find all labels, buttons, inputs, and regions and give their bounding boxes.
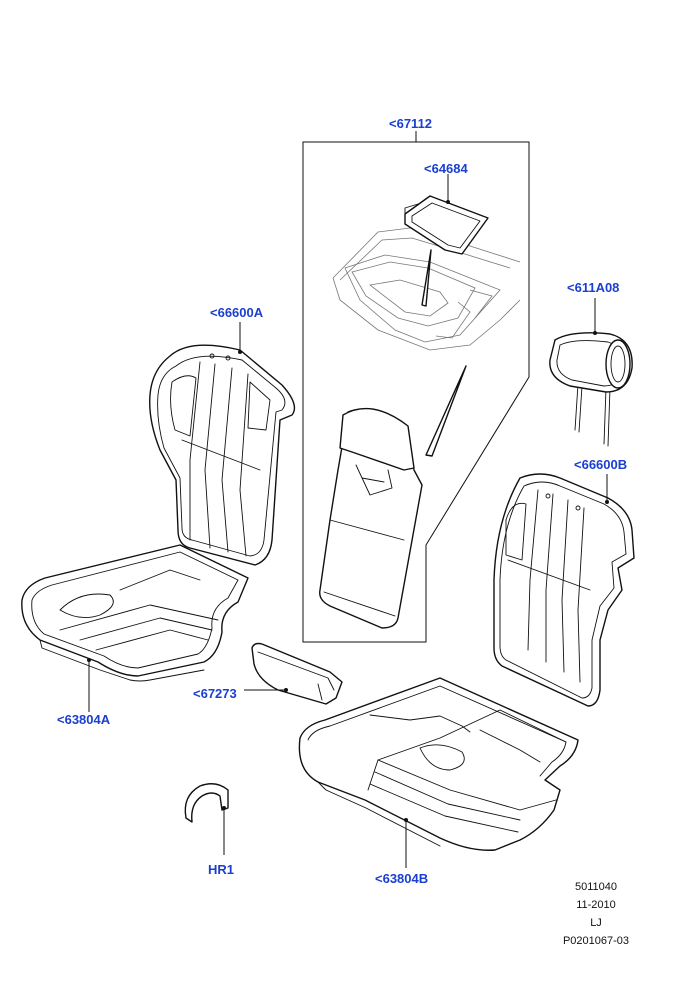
detail-pointers bbox=[421, 249, 467, 457]
callout-67112[interactable]: <67112 bbox=[389, 116, 433, 131]
callout-611A08[interactable]: <611A08 bbox=[567, 280, 620, 295]
reference-code: 5011040 bbox=[574, 881, 617, 893]
armrest-cover bbox=[244, 642, 343, 705]
callout-63804A[interactable]: <63804A bbox=[57, 712, 111, 727]
callout-63804B[interactable]: <63804B bbox=[375, 871, 429, 886]
reference-part-code: P0201067-03 bbox=[562, 935, 630, 947]
right-seat-back bbox=[493, 473, 635, 707]
callout-67273[interactable]: <67273 bbox=[193, 686, 237, 701]
callout-66600A[interactable]: <66600A bbox=[210, 305, 264, 320]
storage-tray bbox=[404, 174, 489, 255]
headrest bbox=[549, 298, 633, 447]
reference-date: 11-2010 bbox=[576, 899, 616, 911]
callout-66600B[interactable]: <66600B bbox=[574, 457, 628, 472]
right-seat-cushion bbox=[298, 677, 579, 868]
left-seat-back bbox=[149, 322, 296, 566]
reference-initials: LJ bbox=[590, 917, 602, 929]
left-seat-cushion bbox=[21, 544, 249, 712]
callout-HR1[interactable]: HR1 bbox=[208, 862, 235, 877]
console-detail-frame bbox=[302, 131, 530, 643]
callout-64684[interactable]: <64684 bbox=[424, 161, 468, 176]
hook-clip bbox=[184, 783, 229, 855]
center-seat-back bbox=[319, 407, 423, 629]
